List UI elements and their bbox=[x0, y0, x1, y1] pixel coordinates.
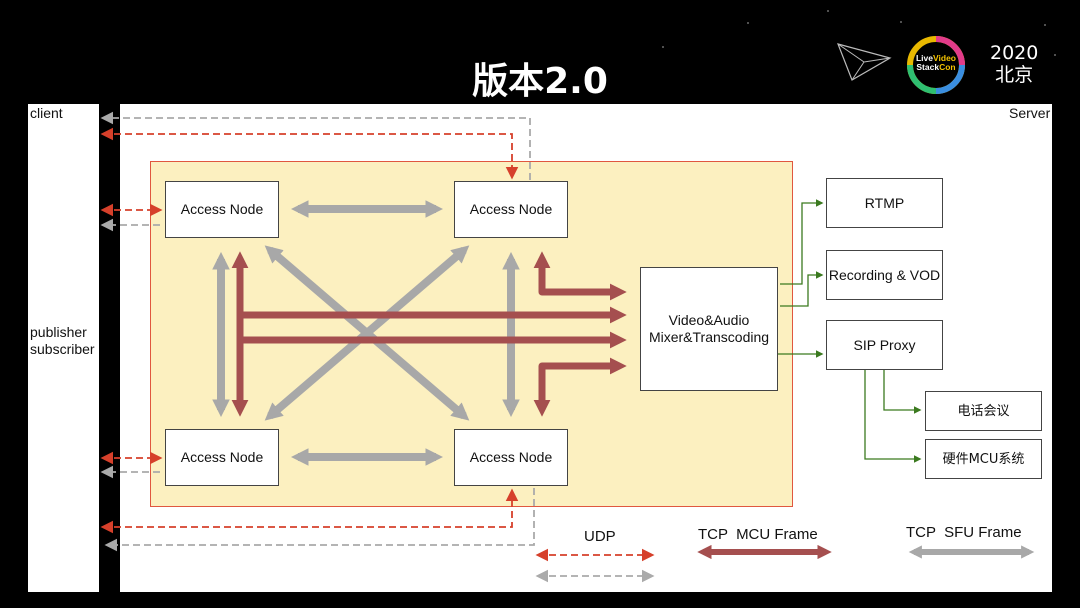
udp-gray-bottom bbox=[104, 488, 535, 552]
access-node-bottom-right: Access Node bbox=[454, 429, 568, 486]
ring-logo-icon: LiveVideo StackCon bbox=[907, 36, 965, 94]
access-node-top-left: Access Node bbox=[165, 181, 279, 238]
client-panel bbox=[28, 104, 99, 592]
background-star bbox=[827, 10, 829, 12]
svg-text:StackCon: StackCon bbox=[916, 62, 955, 72]
mixer-box: Video&Audio Mixer&Transcoding bbox=[640, 267, 778, 391]
hardware-mcu-box: 硬件MCU系统 bbox=[925, 439, 1042, 479]
event-year: 2020 bbox=[990, 42, 1039, 64]
rtmp-box: RTMP bbox=[826, 178, 943, 228]
logo-text-video: Video bbox=[933, 53, 956, 63]
udp-gray-top bbox=[100, 111, 531, 180]
background-star bbox=[900, 21, 902, 23]
svg-text:LiveVideo: LiveVideo bbox=[916, 53, 956, 63]
mixer-line2: Mixer&Transcoding bbox=[648, 329, 770, 345]
mixer-line1: Video&Audio bbox=[668, 312, 750, 328]
background-star bbox=[1054, 54, 1056, 56]
logo-text-live: Live bbox=[916, 53, 933, 63]
client-label: client bbox=[30, 105, 63, 121]
phone-conference-box: 电话会议 bbox=[925, 391, 1042, 431]
green-to-phone bbox=[883, 370, 922, 414]
event-year-city: 2020 北京 bbox=[990, 42, 1038, 86]
subscriber-label: subscriber bbox=[30, 341, 95, 357]
recording-vod-box: Recording & VOD bbox=[826, 250, 943, 300]
server-label: Server bbox=[1009, 105, 1051, 121]
background-star bbox=[747, 22, 749, 24]
sfu-diagonal-b bbox=[264, 245, 470, 421]
udp-red-bottom bbox=[100, 488, 519, 534]
legend-udp-label: UDP bbox=[584, 528, 616, 545]
livevideostackcon-logo: LiveVideo StackCon bbox=[834, 36, 984, 96]
green-to-recording bbox=[780, 271, 824, 307]
triangle-logo-icon bbox=[837, 43, 892, 81]
legend-tcp-sfu-label: TCP SFU Frame bbox=[906, 524, 1022, 541]
slide-title: 版本2.0 bbox=[472, 61, 608, 102]
legend-tcp-mcu-label: TCP MCU Frame bbox=[698, 526, 818, 543]
logo-text-stack: Stack bbox=[916, 62, 939, 72]
publisher-label: publisher bbox=[30, 324, 87, 340]
access-node-bottom-left: Access Node bbox=[165, 429, 279, 486]
udp-red-top bbox=[100, 127, 519, 180]
background-star bbox=[1044, 24, 1046, 26]
mcu-top-right-to-mixer bbox=[533, 251, 627, 301]
access-node-top-right: Access Node bbox=[454, 181, 568, 238]
sip-proxy-box: SIP Proxy bbox=[826, 320, 943, 370]
mcu-bottom-right-to-mixer bbox=[533, 357, 627, 417]
green-to-mcu bbox=[864, 370, 922, 463]
green-to-rtmp bbox=[780, 199, 824, 285]
event-city: 北京 bbox=[995, 64, 1034, 86]
logo-text-con: Con bbox=[939, 62, 956, 72]
background-star bbox=[662, 46, 664, 48]
